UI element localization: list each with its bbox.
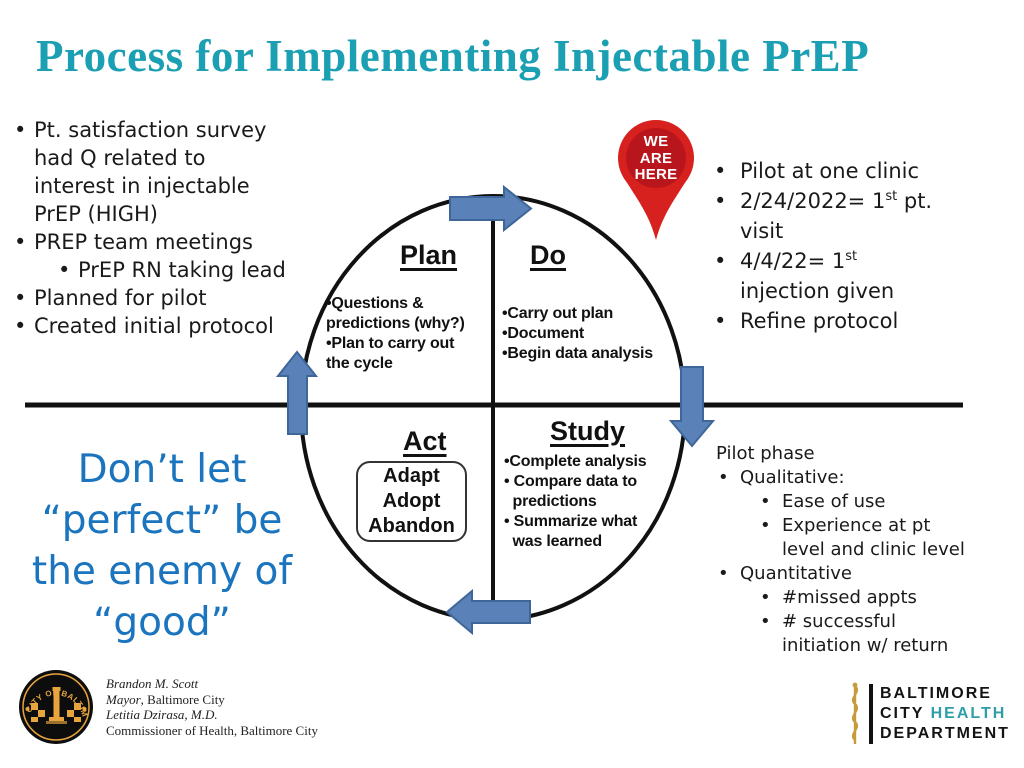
act-heading: Act: [403, 426, 447, 456]
act-options-box: Adapt Adopt Abandon: [356, 461, 467, 542]
do-bullets: •Carry out plan •Document •Begin data an…: [502, 305, 653, 362]
list-item-text: 2/24/2022= 1st pt. visit: [740, 186, 932, 246]
text-part: , Baltimore City: [140, 691, 225, 707]
list-item: • # successful initiation w/ return: [714, 610, 1010, 658]
logo-line-3: DEPARTMENT: [880, 725, 1010, 742]
do-heading: Do: [530, 240, 566, 270]
text-part: CITY: [880, 705, 931, 722]
list-item: • 4/4/22= 1st injection given: [714, 246, 982, 306]
list-item: • Created initial protocol: [14, 312, 326, 340]
bullet-icon: •: [760, 611, 771, 632]
arrow-up-icon: [275, 350, 319, 435]
bullet-icon: •: [14, 286, 27, 310]
logo-text: BALTIMORE CITY HEALTH DEPARTMENT: [880, 684, 1010, 744]
bullet-icon: •: [714, 159, 727, 183]
list-item-text: Created initial protocol: [34, 314, 274, 338]
list-item: • Planned for pilot: [14, 284, 326, 312]
list-item: • #missed appts: [714, 586, 1010, 610]
list-item-text: Pt. satisfaction survey had Q related to…: [34, 118, 267, 226]
arrow-right-icon: [449, 184, 533, 233]
mayor-caption: Brandon M. Scott Mayor, Baltimore City L…: [106, 676, 406, 738]
act-options-text: Adapt Adopt Abandon: [368, 465, 455, 537]
arrow-left-icon: [445, 588, 531, 636]
list-item-text: # successful initiation w/ return: [782, 611, 949, 656]
superscript: st: [885, 189, 898, 204]
bullet-icon: •: [760, 587, 771, 608]
text-part: Pilot at one clinic: [740, 159, 920, 183]
study-bullets: •Complete analysis • Compare data to pre…: [504, 453, 647, 550]
logo-divider: [869, 684, 873, 744]
bullet-icon: •: [718, 467, 729, 488]
list-item-text: 4/4/22= 1st injection given: [740, 246, 894, 306]
list-item-text: PrEP RN taking lead: [78, 258, 286, 282]
list-item-text: Quantitative: [740, 563, 852, 584]
quote-text: Don’t let “perfect” be the enemy of “goo…: [31, 447, 293, 645]
list-item: • PREP team meetings: [14, 228, 326, 256]
mayor-name: Brandon M. Scott: [106, 676, 199, 691]
list-item-text: Pilot at one clinic: [740, 156, 919, 186]
bullet-icon: •: [14, 314, 27, 338]
bullet-icon: •: [58, 258, 71, 282]
list-item-text: Planned for pilot: [34, 286, 207, 310]
list-item: • Ease of use: [714, 490, 1010, 514]
slide-title: Process for Implementing Injectable PrEP: [36, 31, 870, 81]
text-part: Refine protocol: [740, 309, 899, 333]
list-item-text: #missed appts: [782, 587, 917, 608]
text-part: Mayor: [106, 691, 141, 707]
commissioner-name: Letitia Dzirasa, M.D.: [106, 707, 218, 722]
list-item-text: PREP team meetings: [34, 230, 253, 254]
logo-line-2: CITY HEALTH: [880, 704, 1010, 724]
baltimore-city-seal-icon: CITY OF BALTIMORE: [18, 669, 93, 744]
list-item: • Pilot at one clinic: [714, 156, 982, 186]
text-part: injection given: [740, 279, 895, 303]
study-heading: Study: [550, 416, 626, 446]
rod-of-asclepius-icon: [851, 682, 859, 744]
pilot-phase-block: Pilot phase • Qualitative: • Ease of use •…: [714, 442, 1010, 658]
plan-heading: Plan: [400, 240, 458, 270]
bullet-icon: •: [14, 118, 27, 142]
list-item: • Quantitative: [714, 562, 1010, 586]
commissioner-title: Commissioner of Health, Baltimore City: [106, 722, 318, 738]
list-item: • Qualitative:: [714, 466, 1010, 490]
bullet-icon: •: [760, 515, 771, 536]
list-item-text: Experience at pt level and clinic level: [782, 515, 965, 560]
superscript: st: [845, 249, 858, 264]
list-item-text: Qualitative:: [740, 467, 845, 488]
list-item: • 2/24/2022= 1st pt. visit: [714, 186, 982, 246]
bullet-icon: •: [760, 491, 771, 512]
list-item-text: Refine protocol: [740, 306, 898, 336]
bullet-icon: •: [714, 249, 727, 273]
list-item-text: Ease of use: [782, 491, 886, 512]
right-bullet-list: •Pilot at one clinic •2/24/2022= 1st pt.…: [714, 156, 982, 336]
bullet-icon: •: [14, 230, 27, 254]
plan-bullets: •Questions & predictions (why?) •Plan to…: [326, 295, 465, 372]
arrow-down-icon: [668, 366, 716, 448]
mayor-title: Mayor, Baltimore City: [106, 692, 406, 708]
text-part: 4/4/22= 1: [740, 249, 846, 273]
we-are-here-label: WE ARE HERE: [634, 133, 678, 183]
bullet-icon: •: [718, 563, 729, 584]
list-item: • PrEP RN taking lead: [14, 256, 326, 284]
list-item: • Pt. satisfaction survey had Q related t…: [14, 116, 326, 228]
left-bullet-list: • Pt. satisfaction survey had Q related t…: [14, 116, 326, 340]
list-item: • Refine protocol: [714, 306, 982, 336]
logo-line-1: BALTIMORE: [880, 685, 992, 702]
list-item: • Experience at pt level and clinic level: [714, 514, 1010, 562]
text-part: HEALTH: [930, 705, 1007, 722]
text-part: 2/24/2022= 1: [740, 189, 886, 213]
pilot-phase-heading: Pilot phase: [716, 443, 815, 464]
bullet-icon: •: [714, 189, 727, 213]
bullet-icon: •: [714, 309, 727, 333]
we-are-here-pin-icon: [618, 120, 694, 240]
text-part: pt. visit: [740, 189, 933, 243]
health-dept-logo: BALTIMORE CITY HEALTH DEPARTMENT: [846, 682, 1010, 746]
